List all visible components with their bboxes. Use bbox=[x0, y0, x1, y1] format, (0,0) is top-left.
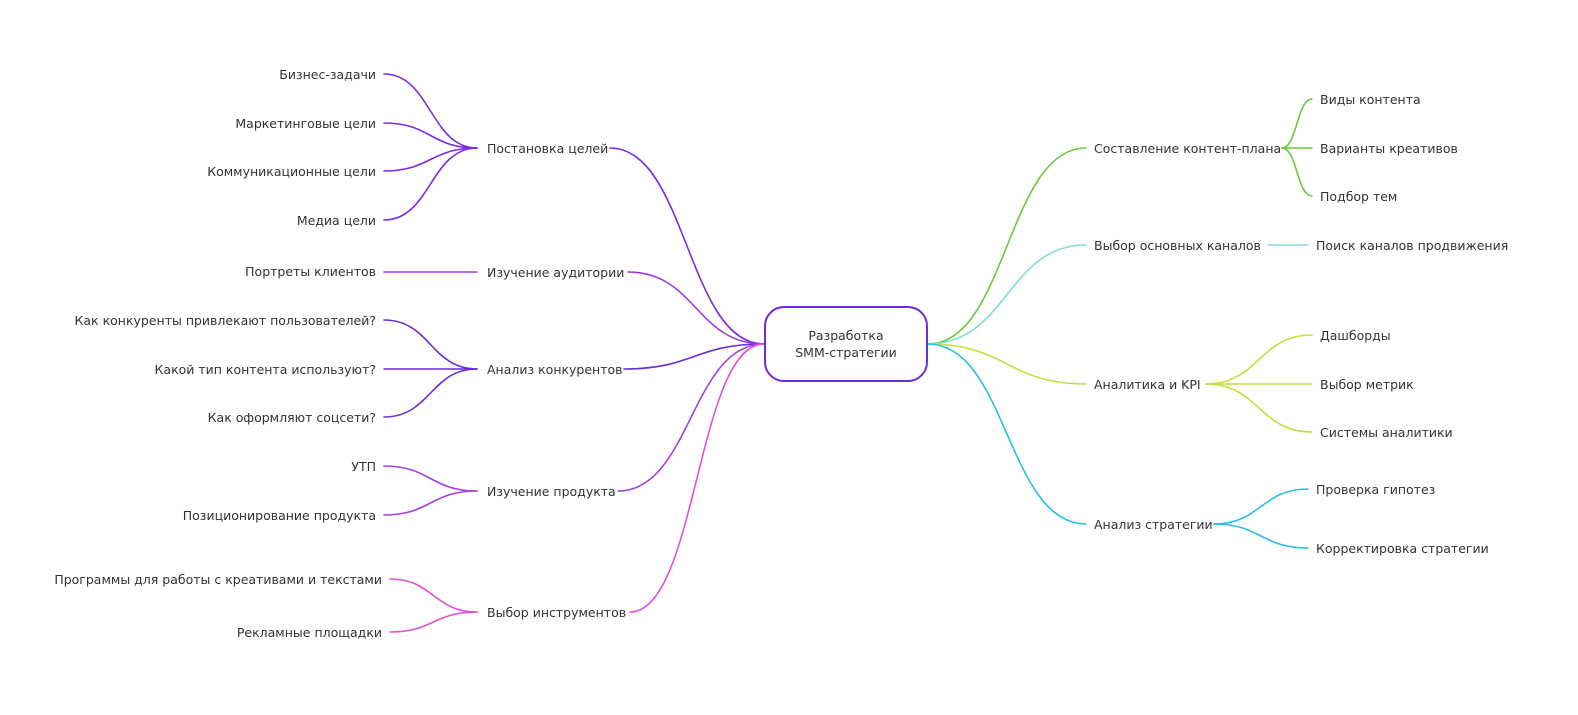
leaf-communication-goals[interactable]: Коммуникационные цели bbox=[207, 164, 376, 179]
edge-content-plan-leaf-0 bbox=[1281, 98, 1313, 149]
edge-goals-leaf-1 bbox=[383, 122, 478, 149]
leaf-product-positioning[interactable]: Позиционирование продукта bbox=[182, 508, 376, 523]
leaf-dashboards[interactable]: Дашборды bbox=[1320, 328, 1391, 343]
leaf-hypothesis-check[interactable]: Проверка гипотез bbox=[1316, 482, 1436, 497]
branch-competitors[interactable]: Анализ конкурентов bbox=[487, 362, 623, 377]
leaf-creative-software[interactable]: Программы для работы с креативами и текс… bbox=[54, 572, 382, 587]
leaf-competitors-attract[interactable]: Как конкуренты привлекают пользователей? bbox=[74, 313, 376, 328]
edge-competitors-leaf-2 bbox=[383, 368, 478, 418]
leaf-marketing-goals[interactable]: Маркетинговые цели bbox=[235, 116, 376, 131]
edge-strategy-leaf-1 bbox=[1213, 523, 1309, 549]
leaf-topic-selection[interactable]: Подбор тем bbox=[1320, 189, 1398, 204]
edge-root-audience bbox=[627, 271, 765, 345]
edge-analytics-leaf-2 bbox=[1205, 383, 1313, 433]
leaf-client-portraits[interactable]: Портреты клиентов bbox=[245, 264, 376, 279]
leaf-analytics-systems[interactable]: Системы аналитики bbox=[1320, 425, 1453, 440]
branch-product[interactable]: Изучение продукта bbox=[487, 484, 616, 499]
branch-analytics[interactable]: Аналитика и KPI bbox=[1094, 377, 1201, 392]
edge-strategy-leaf-0 bbox=[1213, 488, 1309, 525]
edge-product-leaf-0 bbox=[383, 465, 478, 492]
root-node-line2: SMM-стратегии bbox=[795, 345, 897, 360]
leaf-business-tasks[interactable]: Бизнес-задачи bbox=[279, 67, 376, 82]
leaf-creative-variants[interactable]: Варианты креативов bbox=[1320, 141, 1458, 156]
branch-audience[interactable]: Изучение аудитории bbox=[487, 265, 625, 280]
edge-tools-leaf-1 bbox=[389, 611, 478, 633]
edge-product-leaf-1 bbox=[383, 490, 478, 516]
edge-root-goals bbox=[609, 147, 765, 345]
edge-root-channels bbox=[927, 244, 1087, 345]
leaf-competitors-content-type[interactable]: Какой тип контента используют? bbox=[154, 362, 376, 377]
edge-content-plan-leaf-2 bbox=[1281, 147, 1313, 197]
root-node[interactable]: Разработка SMM-стратегии bbox=[764, 306, 928, 382]
edge-analytics-leaf-0 bbox=[1205, 334, 1313, 385]
root-node-line1: Разработка bbox=[808, 328, 884, 343]
edge-root-tools bbox=[629, 343, 765, 613]
leaf-strategy-adjustment[interactable]: Корректировка стратегии bbox=[1316, 541, 1489, 556]
edge-goals-leaf-2 bbox=[383, 147, 478, 172]
leaf-ad-platforms[interactable]: Рекламные площадки bbox=[236, 625, 382, 640]
branch-goals[interactable]: Постановка целей bbox=[487, 141, 609, 156]
leaf-media-goals[interactable]: Медиа цели bbox=[296, 213, 376, 228]
edge-root-strategy bbox=[927, 343, 1087, 525]
leaf-content-types[interactable]: Виды контента bbox=[1320, 92, 1421, 107]
edge-goals-leaf-3 bbox=[383, 147, 478, 221]
branch-content-plan[interactable]: Составление контент-плана bbox=[1094, 141, 1282, 156]
edge-root-competitors bbox=[623, 343, 765, 370]
edge-root-analytics bbox=[927, 343, 1087, 385]
edge-tools-leaf-0 bbox=[389, 578, 478, 613]
edge-goals-leaf-0 bbox=[383, 73, 478, 149]
edge-root-product bbox=[617, 343, 765, 492]
branch-channels[interactable]: Выбор основных каналов bbox=[1094, 238, 1261, 253]
leaf-metrics-selection[interactable]: Выбор метрик bbox=[1320, 377, 1414, 392]
edge-root-content-plan bbox=[927, 147, 1087, 345]
branch-strategy[interactable]: Анализ стратегии bbox=[1094, 517, 1213, 532]
leaf-competitors-social-design[interactable]: Как оформляют соцсети? bbox=[207, 410, 376, 425]
branch-tools[interactable]: Выбор инструментов bbox=[487, 605, 627, 620]
leaf-usp[interactable]: УТП bbox=[351, 459, 376, 474]
edge-competitors-leaf-0 bbox=[383, 319, 478, 370]
leaf-channel-search[interactable]: Поиск каналов продвижения bbox=[1316, 238, 1509, 253]
